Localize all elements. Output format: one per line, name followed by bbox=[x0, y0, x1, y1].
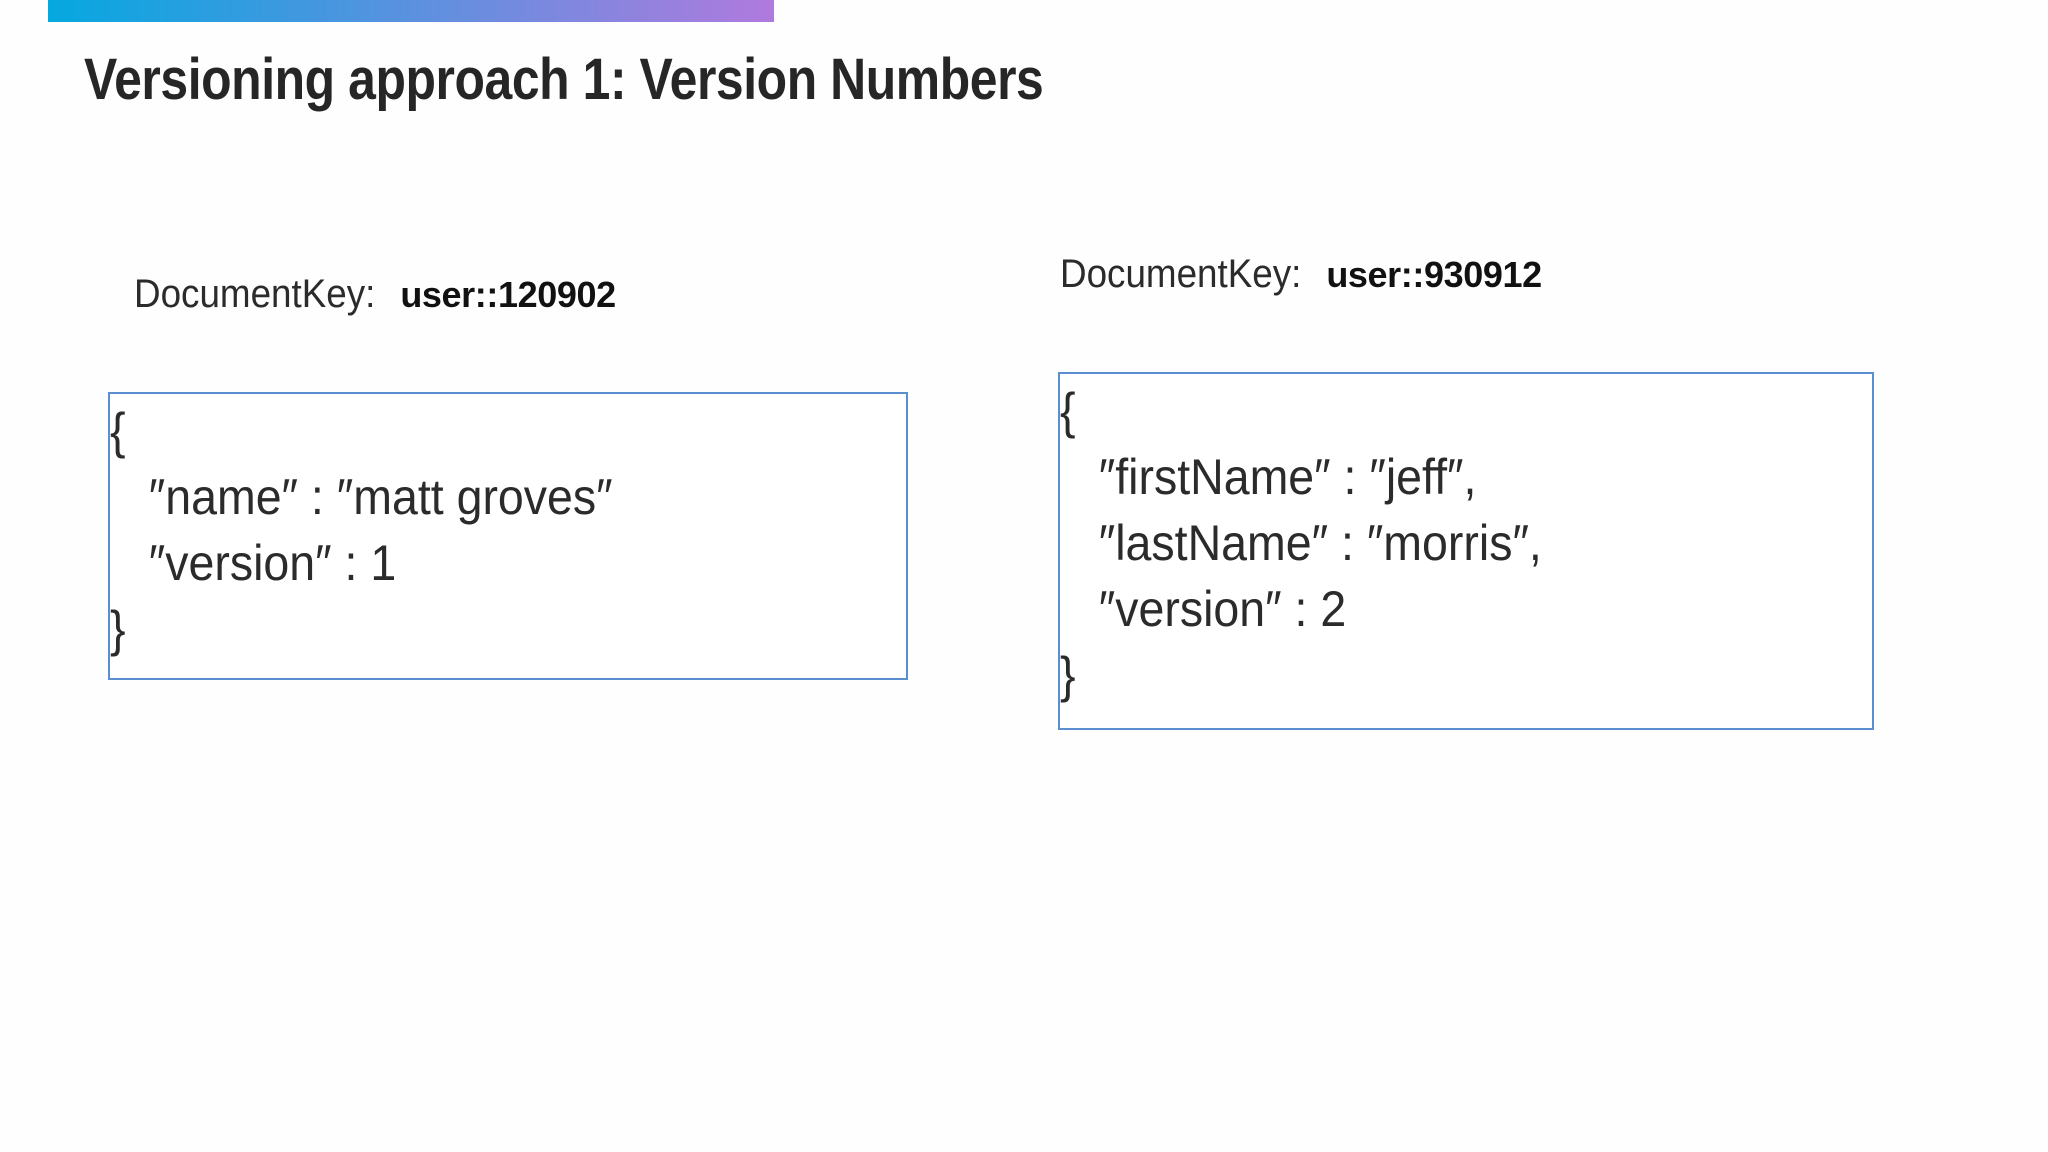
slide-title: Versioning approach 1: Version Numbers bbox=[84, 47, 1044, 112]
document-key-line: DocumentKey: user::120902 bbox=[134, 270, 616, 319]
document-key-value: user::930912 bbox=[1326, 254, 1542, 295]
json-document-text: { ″firstName″ : ″jeff″, ″lastName″ : ″mo… bbox=[1060, 383, 1542, 703]
document-key-label: DocumentKey: bbox=[1060, 252, 1302, 296]
json-document-box: { ″name″ : ″matt groves″ ″version″ : 1 } bbox=[108, 392, 908, 680]
json-document-box: { ″firstName″ : ″jeff″, ″lastName″ : ″mo… bbox=[1058, 372, 1874, 730]
document-key-value: user::120902 bbox=[400, 274, 616, 315]
json-document-text: { ″name″ : ″matt groves″ ″version″ : 1 } bbox=[110, 403, 613, 657]
document-key-label: DocumentKey: bbox=[134, 272, 376, 316]
title-accent-gradient-bar bbox=[48, 0, 774, 22]
document-key-line: DocumentKey: user::930912 bbox=[1060, 250, 1542, 299]
